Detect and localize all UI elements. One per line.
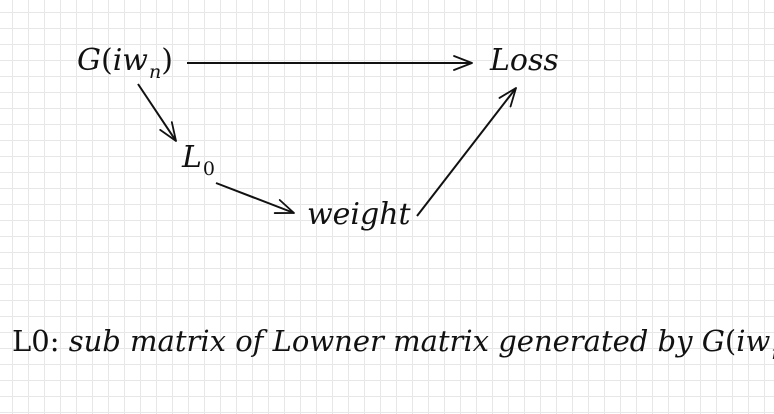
arrow-g-to-l0	[137, 83, 177, 142]
node-g-base: G	[77, 43, 101, 78]
caption-label: L0	[12, 324, 50, 358]
caption-text: sub matrix of Lowner matrix generated by	[68, 324, 693, 358]
node-l0: L0	[182, 140, 215, 179]
node-weight: weight	[307, 197, 411, 232]
node-l0-subscript: 0	[202, 158, 216, 180]
node-g-arg: iw	[112, 43, 148, 78]
node-g-subscript: n	[148, 61, 162, 83]
caption-g-open-paren: (	[724, 324, 737, 358]
arrow-weight-to-loss	[416, 87, 517, 217]
caption-g-base: G	[701, 324, 725, 358]
node-l0-base: L	[182, 140, 202, 175]
node-loss: Loss	[490, 43, 559, 78]
caption-colon: :	[49, 324, 60, 358]
caption: L0: sub matrix of Lowner matrix generate…	[12, 324, 774, 363]
arrow-l0-to-weight	[215, 182, 295, 214]
caption-g-arg: iw	[736, 324, 771, 358]
node-g-iwn: G(iwn)	[77, 43, 173, 82]
node-g-open-paren: (	[100, 43, 113, 78]
caption-g-subscript: n	[771, 342, 774, 364]
node-g-close-paren: )	[161, 43, 173, 78]
